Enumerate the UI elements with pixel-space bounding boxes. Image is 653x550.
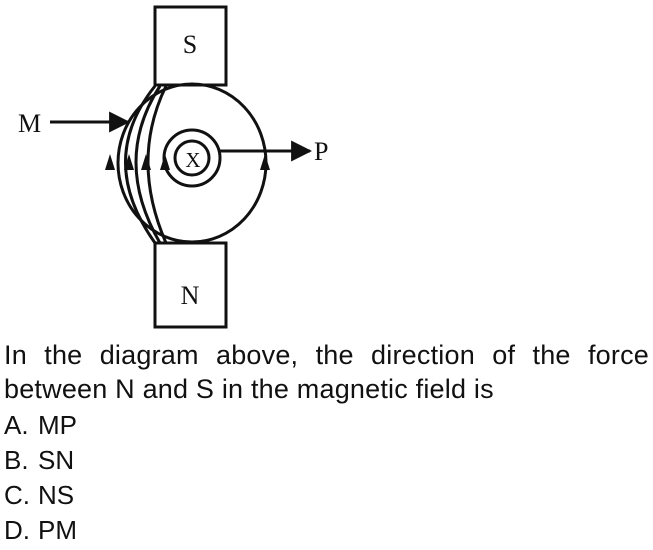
north-pole-label: N — [181, 281, 200, 310]
conductor-label: X — [185, 148, 200, 172]
option-text: SN — [38, 445, 75, 475]
option-letter: D. — [4, 515, 30, 545]
option-letter: A. — [4, 410, 29, 440]
magnetic-field-diagram: S N X M P — [18, 5, 328, 329]
question-text: In the diagram above, the direction of t… — [4, 338, 652, 406]
option-text: NS — [38, 480, 75, 510]
current-carrying-conductor: X — [162, 128, 222, 188]
option-c[interactable]: C. NS — [4, 478, 77, 513]
option-d[interactable]: D. PM — [4, 513, 77, 548]
option-b[interactable]: B. SN — [4, 443, 77, 478]
arrow-p-label: P — [314, 137, 328, 166]
option-letter: C. — [4, 480, 30, 510]
option-letter: B. — [4, 445, 29, 475]
arrow-m-label: M — [18, 109, 41, 138]
south-pole-magnet: S — [153, 5, 228, 87]
option-text: MP — [38, 410, 77, 440]
question-line-1: In the diagram above, the direction of t… — [4, 340, 649, 370]
arrow-p: P — [220, 137, 328, 166]
north-pole-magnet: N — [153, 241, 228, 329]
arrow-m: M — [18, 109, 131, 138]
option-text: PM — [38, 515, 77, 545]
answer-options: A. MP B. SN C. NS D. PM — [4, 408, 77, 548]
south-pole-label: S — [183, 30, 197, 59]
option-a[interactable]: A. MP — [4, 408, 77, 443]
question-line-2: between N and S in the magnetic field is — [4, 374, 494, 404]
